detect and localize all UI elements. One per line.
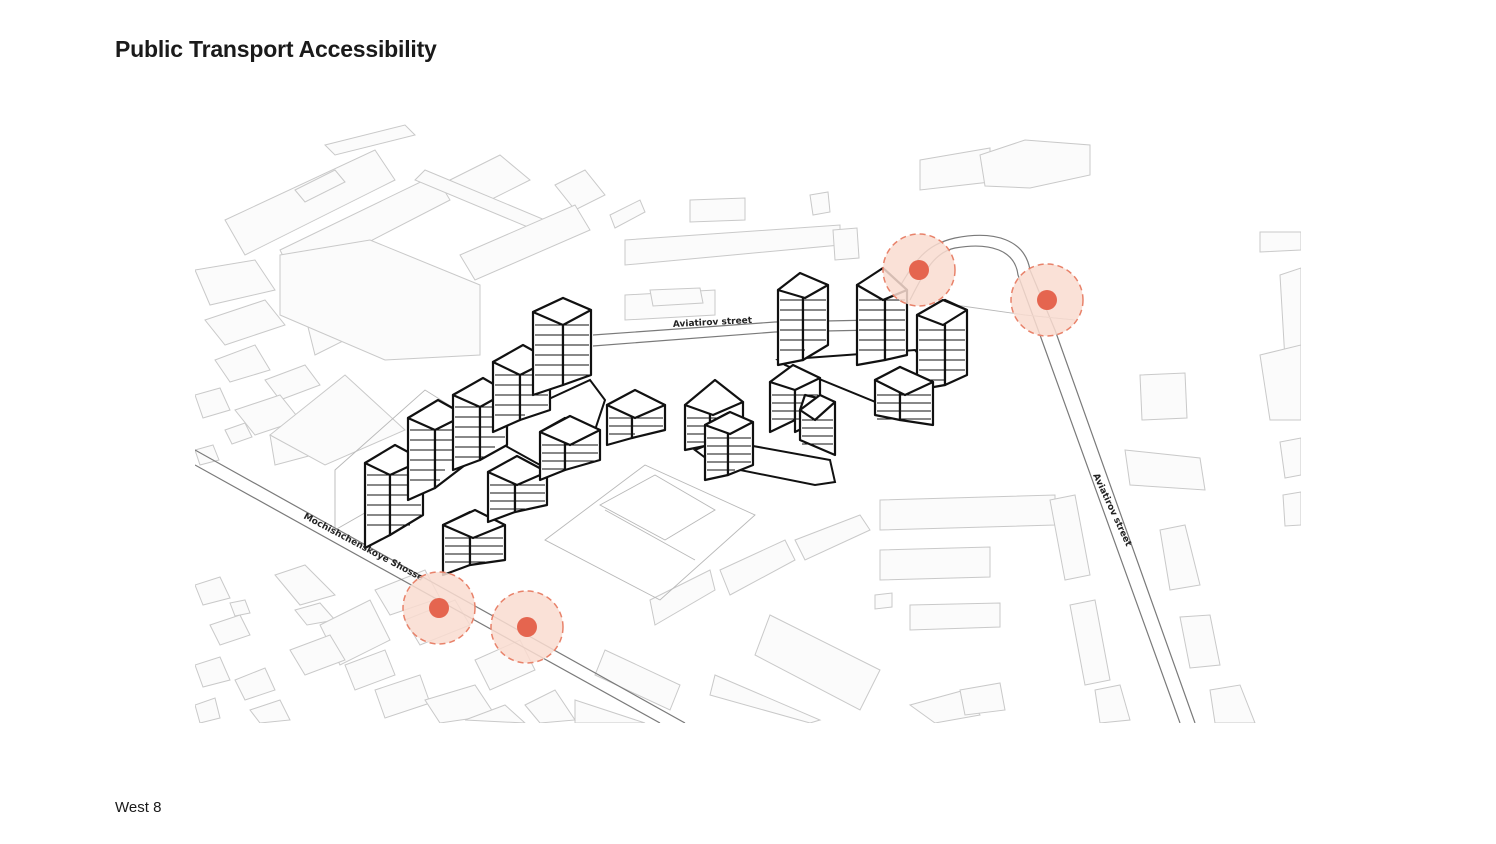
block-17 <box>873 365 935 427</box>
transport-stop-4 <box>490 590 564 664</box>
proposed-buildings <box>363 266 969 577</box>
block-6 <box>441 508 507 577</box>
transport-stop-2 <box>1010 263 1084 337</box>
block-7 <box>486 454 549 524</box>
diagram-svg: Aviatirov street Aviatirov street Mochis… <box>195 124 1301 723</box>
page-title: Public Transport Accessibility <box>115 36 437 62</box>
street-label-aviatirov-east: Aviatirov street <box>1090 472 1133 549</box>
stop-marker <box>429 598 449 618</box>
footer-label: West 8 <box>115 799 162 816</box>
street-label-aviatirov-top: Aviatirov street <box>673 316 753 330</box>
tower-5 <box>531 296 593 397</box>
block-8 <box>538 414 602 482</box>
context-buildings <box>195 124 1301 723</box>
block-11 <box>703 410 755 482</box>
stop-marker <box>1037 290 1057 310</box>
stop-marker <box>909 260 929 280</box>
block-9 <box>605 388 667 447</box>
tower-16 <box>915 298 969 392</box>
tower-14 <box>776 271 830 367</box>
transport-stop-1 <box>882 233 956 307</box>
block-13 <box>798 393 837 457</box>
axonometric-site-diagram: Aviatirov street Aviatirov street Mochis… <box>195 120 1301 723</box>
transport-stop-3 <box>402 571 476 645</box>
stop-marker <box>517 617 537 637</box>
